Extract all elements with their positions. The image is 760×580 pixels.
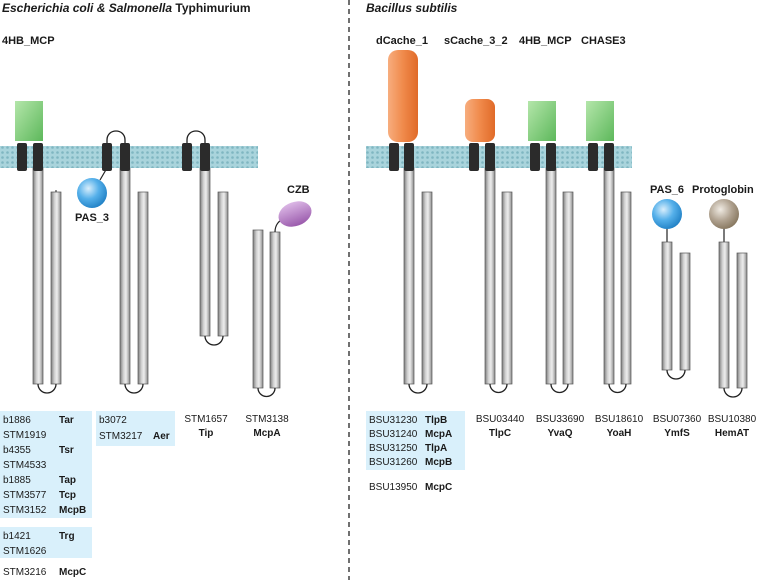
info-box-aer-group <box>96 411 175 446</box>
tm-helix <box>604 143 614 171</box>
label-chase3: CHASE3 <box>581 35 626 47</box>
gene-row: STM4533 <box>3 460 47 471</box>
info-box-4hb-group <box>0 411 92 518</box>
tm-helix <box>389 143 399 171</box>
tm-helix <box>588 143 598 171</box>
label-pas3: PAS_3 <box>75 212 110 224</box>
receptor-dcache <box>388 50 433 394</box>
label-pas6: PAS_6 <box>650 184 685 196</box>
gene-row: b3072 <box>99 415 127 426</box>
receptor-pas6 <box>652 199 691 380</box>
label-scache: sCache_3_2 <box>444 35 508 47</box>
4hb-domain <box>528 101 556 141</box>
protoglobin-domain <box>709 199 739 229</box>
tm-helix <box>469 143 479 171</box>
4hb-domain <box>15 101 43 141</box>
tm-helix <box>17 143 27 171</box>
gene-row: STM1626 <box>3 546 47 557</box>
pas3-domain <box>77 178 107 208</box>
receptor-tip <box>182 130 229 346</box>
receptor-protoglobin <box>709 199 748 398</box>
receptor-4hb-yvaq <box>528 101 574 394</box>
header-italic: Escherichia coli & Salmonella <box>2 1 173 15</box>
label-4hb-mcp-left: 4HB_MCP <box>2 35 55 47</box>
label-4hb-mcp-right: 4HB_MCP <box>519 35 572 47</box>
label-czb: CZB <box>287 184 310 196</box>
gene-row: STM1919 <box>3 430 47 441</box>
tm-helix <box>546 143 556 171</box>
tm-helix <box>102 143 112 171</box>
info-box-trg-group <box>0 527 92 558</box>
membrane-right <box>366 146 632 168</box>
scache-domain <box>465 99 495 142</box>
label-protoglobin: Protoglobin <box>692 184 754 196</box>
tm-helix <box>404 143 414 171</box>
header-roman: Typhimurium <box>172 1 251 15</box>
receptor-pas3-aer <box>77 130 149 394</box>
dcache-domain <box>388 50 418 142</box>
header-bacillus: Bacillus subtilis <box>366 1 458 15</box>
info-box-bsub-group <box>366 411 465 470</box>
receptor-chase3 <box>586 101 632 394</box>
tm-helix <box>485 143 495 171</box>
receptor-scache <box>465 99 513 394</box>
receptor-czb <box>252 201 312 398</box>
tm-helix <box>33 143 43 171</box>
tm-helix <box>182 143 192 171</box>
tm-helix <box>200 143 210 171</box>
tm-helix <box>120 143 130 171</box>
tm-helix <box>530 143 540 171</box>
label-dcache: dCache_1 <box>376 35 428 47</box>
receptor-4hb-ecoli <box>15 101 62 394</box>
header-ecoli-salmonella: Escherichia coli & Salmonella Typhimuriu… <box>2 1 251 15</box>
pas6-domain <box>652 199 682 229</box>
chase3-domain <box>586 101 614 141</box>
czb-domain <box>278 201 312 227</box>
